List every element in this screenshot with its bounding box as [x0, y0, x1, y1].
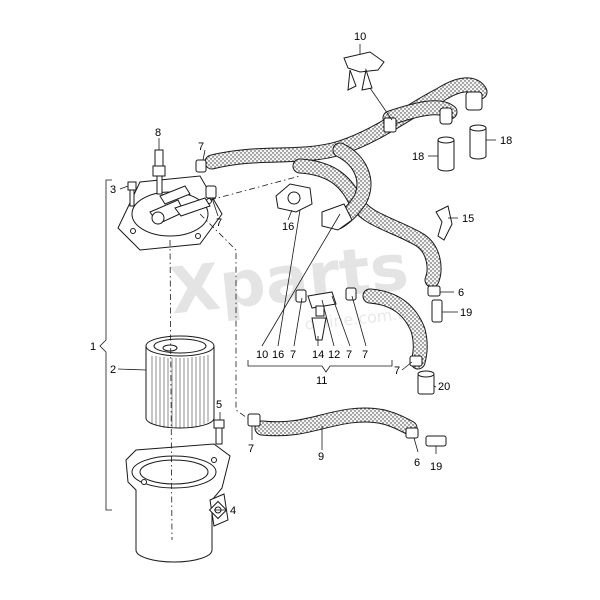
callout-11: 11: [316, 375, 327, 387]
connector-16: [275, 183, 313, 213]
hose-short-right: [362, 288, 428, 370]
bracket-group-11: [247, 360, 393, 373]
clip-10: [343, 51, 385, 91]
callout-2: 2: [110, 364, 116, 376]
t-connector-middle: [321, 203, 353, 231]
bolt-3: [127, 181, 137, 207]
callout-14: 14: [312, 349, 324, 361]
bolt-5: [213, 419, 225, 445]
callout-10-top: 10: [354, 31, 366, 43]
callout-19-lower: 19: [430, 461, 442, 473]
callout-7-group-c: 7: [362, 349, 368, 361]
hose-upper: [204, 77, 488, 170]
callout-7-group-a: 7: [290, 349, 296, 361]
axis-line-center: [169, 239, 173, 541]
callout-6-upper: 6: [458, 287, 464, 299]
callout-7-cover: 7: [216, 217, 222, 229]
callout-7-lower-left: 7: [248, 443, 254, 455]
callout-3: 3: [110, 184, 116, 196]
callout-9: 9: [318, 451, 324, 463]
callout-7-top: 7: [198, 141, 204, 153]
bracket-15: [435, 205, 453, 241]
hose-9-lower: [254, 407, 418, 437]
callout-1: 1: [90, 341, 96, 353]
callout-12: 12: [328, 349, 340, 361]
axis-line-cover-to-hose: [199, 213, 251, 421]
callout-18-left: 18: [412, 151, 424, 163]
callout-5: 5: [216, 399, 222, 411]
callout-7-group-b: 7: [346, 349, 352, 361]
leaders-group-11: [261, 209, 367, 347]
hose-middle: [292, 158, 442, 288]
callout-4: 4: [230, 505, 236, 517]
hose-clips: [195, 117, 441, 439]
cover-connectors: [149, 185, 211, 225]
callout-15: 15: [462, 213, 474, 225]
callout-16-upper: 16: [282, 221, 294, 233]
plug-18-left: [437, 136, 455, 172]
callout-10-group: 10: [256, 349, 268, 361]
callout-16-group: 16: [272, 349, 284, 361]
filter-element: [145, 335, 215, 429]
callout-19-upper: 19: [460, 307, 472, 319]
callout-7-right: 7: [394, 365, 400, 377]
callout-18-right: 18: [500, 135, 512, 147]
plug-19-upper: [431, 299, 443, 323]
leader-lines: [117, 138, 496, 511]
plug-19-lower: [425, 435, 447, 447]
plug-18-right: [469, 124, 487, 160]
group-11-items: [307, 291, 337, 341]
callout-8: 8: [155, 127, 161, 139]
callout-6-lower: 6: [414, 457, 420, 469]
filter-housing: [125, 443, 231, 563]
hose-end-fittings: [439, 91, 483, 125]
bracket-part-1: [99, 179, 112, 511]
axis-line-clip: [209, 175, 301, 201]
plug-20: [417, 370, 435, 395]
leader-10-clip: [369, 87, 393, 121]
callout-20: 20: [438, 381, 450, 393]
